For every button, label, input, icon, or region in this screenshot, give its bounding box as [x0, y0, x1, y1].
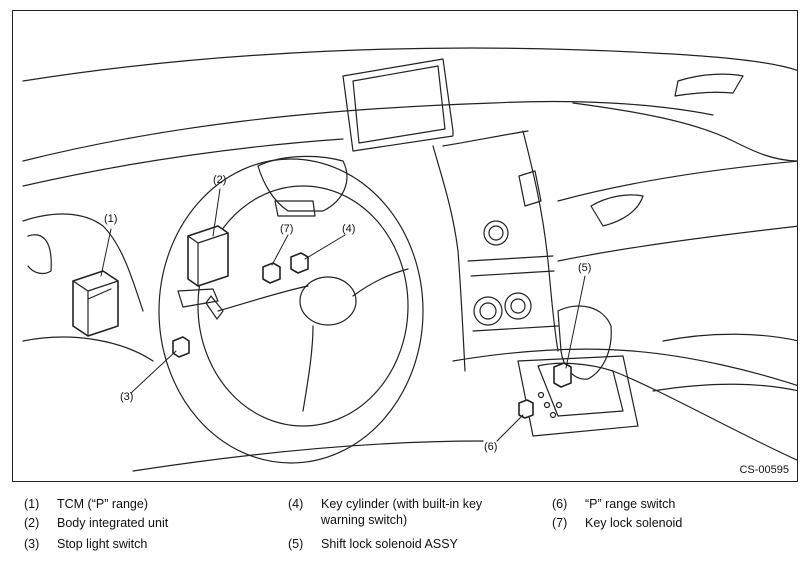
- wheel-spoke-left: [217, 285, 309, 312]
- left-vent: [27, 234, 52, 275]
- nav-display-bezel: [342, 58, 454, 152]
- callout-2: (2): [213, 174, 227, 186]
- left-dash-curve: [22, 213, 144, 312]
- legend-num: (4): [288, 497, 304, 511]
- glovebox-line: [557, 225, 797, 262]
- legend-num: (6): [552, 497, 568, 511]
- callout-1: (1): [104, 213, 118, 225]
- wiper-stalk: [205, 295, 224, 320]
- console-side: [612, 370, 797, 461]
- glovebox-edge: [557, 160, 797, 202]
- seat-edge: [662, 333, 797, 342]
- center-panel-slots: [467, 255, 559, 332]
- leader-1: [100, 228, 112, 277]
- floor-line: [132, 440, 484, 472]
- leader-3: [130, 350, 177, 394]
- steering-hub: [299, 276, 357, 326]
- wheel-spoke-right: [352, 268, 409, 297]
- dashboard-line-drawing: [22, 47, 797, 472]
- dash-top-line: [22, 100, 714, 162]
- center-stack-right: [522, 130, 559, 352]
- dash-right-edge: [572, 102, 797, 162]
- steering-column-cover: [274, 200, 316, 217]
- dash-right-vent: [674, 73, 744, 97]
- p-range-switch: [518, 399, 534, 419]
- leader-5: [565, 275, 586, 369]
- gate-indicator-3: [549, 411, 557, 419]
- callout-4: (4): [342, 223, 356, 235]
- hvac-knob-left: [473, 296, 503, 326]
- legend-label: Shift lock solenoid ASSY: [321, 537, 458, 551]
- leader-6: [496, 414, 524, 442]
- center-console: [452, 348, 797, 386]
- legend-label: Key cylinder (with built-in key: [321, 497, 483, 511]
- gate-indicator-1: [537, 391, 545, 399]
- steering-wheel-inner: [197, 185, 409, 427]
- callout-3: (3): [120, 391, 134, 403]
- left-lower-edge: [22, 336, 154, 362]
- legend-label: TCM (“P” range): [57, 497, 148, 511]
- center-vent: [518, 170, 542, 207]
- callout-5: (5): [578, 262, 592, 274]
- key-lock-solenoid: [262, 262, 281, 284]
- shift-lock-solenoid: [553, 362, 572, 388]
- legend-num: (5): [288, 537, 304, 551]
- turn-signal-lever: [177, 288, 219, 308]
- leader-2: [212, 188, 221, 237]
- stop-light-switch: [172, 336, 190, 358]
- steering-wheel-outer: [158, 158, 424, 464]
- shift-boot: [537, 362, 624, 417]
- center-stack-left: [432, 145, 466, 372]
- legend-label-continued: warning switch): [321, 513, 408, 527]
- legend-num: (2): [24, 516, 40, 530]
- gate-indicator-2: [543, 401, 551, 409]
- legend-label: Body integrated unit: [57, 516, 169, 530]
- nav-display-frame: [352, 65, 446, 144]
- legend-num: (1): [24, 497, 40, 511]
- legend-label: Stop light switch: [57, 537, 148, 551]
- legend: (1) TCM (“P” range) (2) Body integrated …: [0, 486, 803, 561]
- key-cylinder: [290, 252, 309, 274]
- legend-label: “P” range switch: [585, 497, 676, 511]
- callout-6: (6): [484, 441, 498, 453]
- wheel-spoke-bottom: [302, 325, 314, 412]
- right-vent: [590, 194, 644, 227]
- callout-7: (7): [280, 223, 294, 235]
- shift-gate-panel: [517, 355, 639, 437]
- center-stack-top: [442, 130, 529, 147]
- legend-num: (7): [552, 516, 568, 530]
- dash-upper-edge: [22, 138, 344, 187]
- steering-column-top: [257, 155, 348, 212]
- seat-edge-lower: [652, 383, 797, 392]
- hvac-knob-upper: [483, 220, 509, 246]
- tcm-unit: [72, 270, 119, 337]
- windshield-line: [22, 47, 797, 82]
- figure-id: CS-00595: [739, 464, 789, 476]
- leader-7: [271, 234, 289, 266]
- leader-4: [304, 234, 346, 260]
- dashboard-diagram: (1) (2) (3) (4) (5) (6) (7) CS-00595: [12, 10, 798, 482]
- hvac-knob-right: [504, 292, 532, 320]
- legend-num: (3): [24, 537, 40, 551]
- legend-label: Key lock solenoid: [585, 516, 683, 530]
- gate-indicator-4: [555, 401, 563, 409]
